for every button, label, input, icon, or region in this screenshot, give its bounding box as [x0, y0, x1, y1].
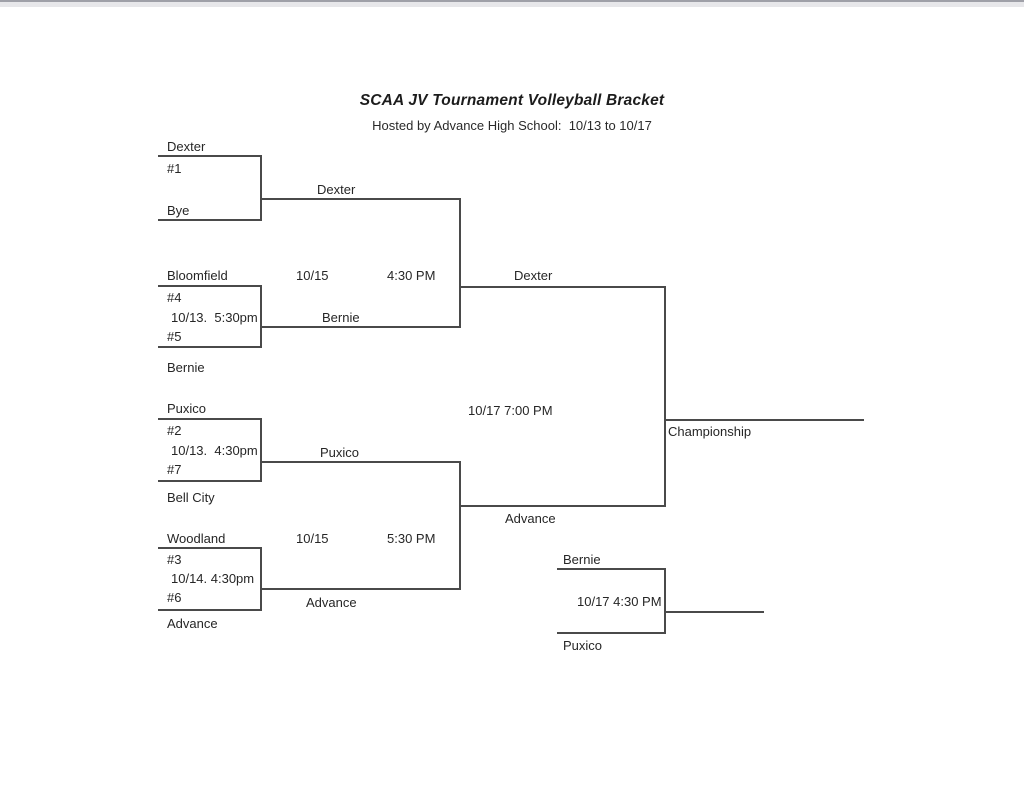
sf1-connector-line [459, 198, 461, 328]
r1-m3-team-bottom: Bell City [167, 490, 215, 505]
r1-m3-winner-line [260, 461, 460, 463]
sf1-date: 10/15 [296, 268, 329, 283]
r1-m4-top-line [158, 547, 262, 549]
sf1-winner-label: Dexter [514, 268, 553, 283]
r1-m1-winner-label: Dexter [317, 182, 356, 197]
r1-m2-top-line [158, 285, 262, 287]
r1-m2-winner-label: Bernie [322, 310, 360, 325]
consolation-bottom-line [557, 632, 666, 634]
r1-m3-schedule: 10/13. 4:30pm [171, 443, 258, 458]
r1-m4-winner-line [260, 588, 460, 590]
r1-m4-seed-top: #3 [167, 552, 182, 567]
consolation-right-line [664, 568, 666, 634]
r1-m4-winner-label: Advance [306, 595, 357, 610]
r1-m1-seed-top: #1 [167, 161, 182, 176]
sf1-time: 4:30 PM [387, 268, 436, 283]
r1-m3-seed-top: #2 [167, 423, 182, 438]
consolation-winner-line [664, 611, 764, 613]
championship-label: Championship [668, 424, 752, 439]
top-edge-strip [0, 0, 1024, 7]
r1-m2-winner-line [260, 326, 460, 328]
r1-m4-schedule: 10/14. 4:30pm [171, 571, 255, 586]
r1-m1-team-bottom: Bye [167, 203, 190, 218]
championship-line [664, 419, 864, 421]
r1-m1-bottom-line [158, 219, 262, 221]
r1-m4-bottom-line [158, 609, 262, 611]
r1-m3-seed-bottom: #7 [167, 462, 182, 477]
r1-m2-right-line [260, 285, 262, 348]
sf2-time: 5:30 PM [387, 531, 436, 546]
r1-m2-seed-bottom: #5 [167, 329, 182, 344]
championship-connector-line [664, 286, 666, 507]
r1-m1-right-line [260, 155, 262, 221]
r1-m4-right-line [260, 547, 262, 611]
r1-m2-bottom-line [158, 346, 262, 348]
sf2-date: 10/15 [296, 531, 329, 546]
r1-m4-team-top: Woodland [167, 531, 226, 546]
r1-m2-seed-top: #4 [167, 290, 182, 305]
tournament-title: SCAA JV Tournament Volleyball Bracket [359, 92, 665, 109]
consolation-datetime: 10/17 4:30 PM [577, 594, 662, 609]
r1-m3-team-top: Puxico [167, 401, 207, 416]
consolation-team-bottom: Puxico [563, 638, 603, 653]
r1-m4-team-bottom: Advance [167, 616, 218, 631]
r1-m1-top-line [158, 155, 262, 157]
tournament-subtitle: Hosted by Advance High School: 10/13 to … [372, 118, 652, 133]
consolation-team-top: Bernie [563, 552, 601, 567]
consolation-top-line [557, 568, 666, 570]
r1-m3-bottom-line [158, 480, 262, 482]
r1-m3-winner-label: Puxico [320, 445, 360, 460]
sf2-connector-line [459, 461, 461, 590]
r1-m3-top-line [158, 418, 262, 420]
r1-m2-team-bottom: Bernie [167, 360, 205, 375]
r1-m2-schedule: 10/13. 5:30pm [171, 310, 258, 325]
championship-datetime: 10/17 7:00 PM [468, 403, 553, 418]
r1-m1-winner-line [260, 198, 460, 200]
r1-m2-team-top: Bloomfield [167, 268, 228, 283]
r1-m4-seed-bottom: #6 [167, 590, 182, 605]
sf1-winner-line [459, 286, 666, 288]
r1-m3-right-line [260, 418, 262, 482]
r1-m1-team-top: Dexter [167, 139, 206, 154]
sf2-winner-label: Advance [505, 511, 556, 526]
sf2-winner-line [459, 505, 666, 507]
